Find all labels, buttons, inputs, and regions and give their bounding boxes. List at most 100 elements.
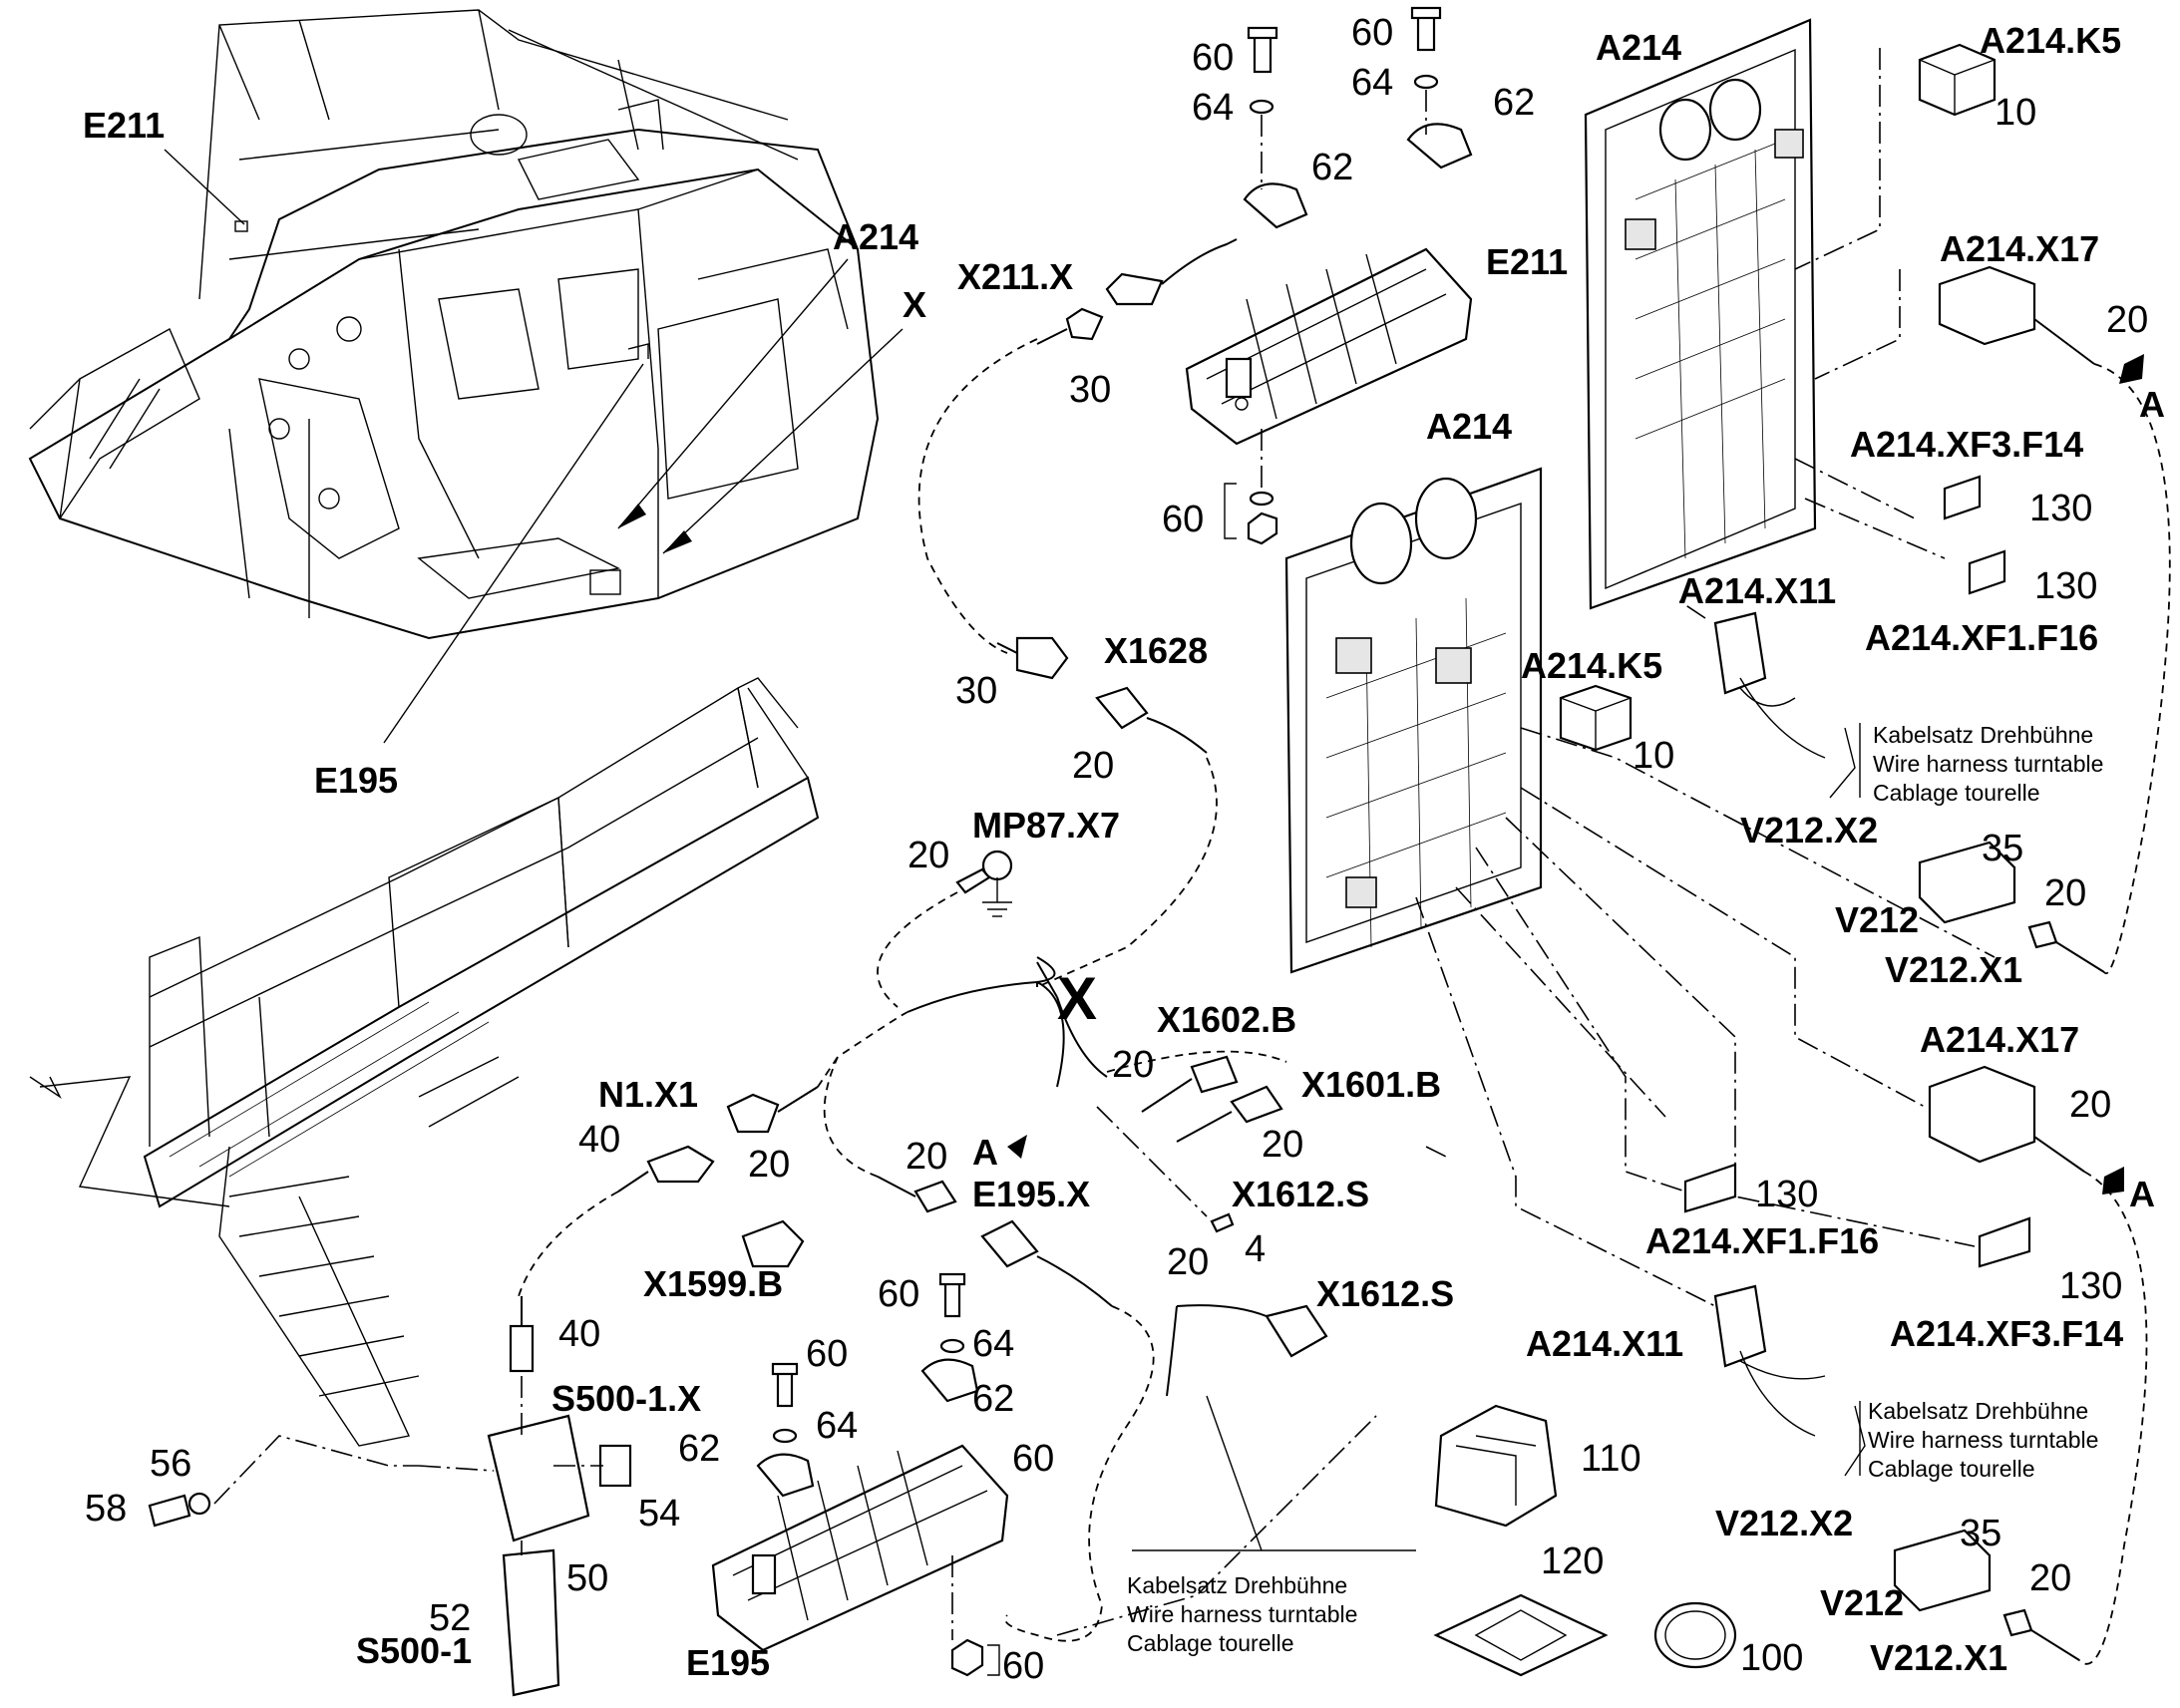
label-a214-cab: A214 — [833, 216, 918, 257]
part-numbers: 60 64 62 60 64 62 60 30 30 20 10 20 130 … — [85, 12, 2148, 1687]
callout-labels: E211 A214 X E195 X211.X E211 A214 A214 A… — [83, 20, 2165, 1683]
label-v212x1-bot: V212.X1 — [1870, 1637, 2007, 1678]
num-20-v212top: 20 — [2044, 872, 2086, 914]
x17-connectors — [1928, 265, 2144, 1195]
label-arrow-a3: A — [972, 1132, 998, 1173]
label-arrow-a1: A — [2139, 384, 2165, 425]
label-v212x1-top: V212.X1 — [1885, 949, 2022, 990]
x1612s-parts — [1166, 1212, 1328, 1397]
x1628-connectors — [996, 636, 1208, 754]
label-v212x2-bot: V212.X2 — [1715, 1503, 1853, 1543]
harness-notes: Kabelsatz Drehbühne Wire harness turntab… — [1127, 722, 2103, 1656]
note-harness-bot-fr: Cablage tourelle — [1868, 1456, 2035, 1482]
num-62-a: 62 — [1311, 147, 1353, 188]
num-130-d: 130 — [2059, 1265, 2122, 1307]
s500-switch — [148, 1296, 632, 1697]
num-52: 52 — [429, 1597, 471, 1639]
v212-blocks — [1893, 841, 2105, 1661]
num-35-top: 35 — [1982, 828, 2023, 869]
num-20-x1601: 20 — [1262, 1124, 1303, 1166]
arrow-a3-icon — [1007, 1135, 1027, 1159]
label-a214x17-top: A214.X17 — [1940, 228, 2099, 269]
num-60-e195c: 60 — [1012, 1438, 1054, 1480]
num-10-mid: 10 — [1633, 735, 1674, 777]
x1602-x1601-connectors — [1141, 1055, 1283, 1143]
label-v212-top: V212 — [1835, 899, 1919, 940]
num-100: 100 — [1740, 1637, 1803, 1679]
num-20-x1628: 20 — [1072, 745, 1114, 787]
num-60-b: 60 — [1351, 12, 1393, 54]
num-62-e195b: 62 — [678, 1428, 720, 1470]
mp87-terminal — [955, 850, 1013, 917]
num-20-v212bot: 20 — [2029, 1557, 2071, 1599]
label-s5001x: S500-1.X — [551, 1378, 701, 1419]
num-64-a: 64 — [1192, 87, 1234, 129]
x-harness — [907, 956, 1108, 1088]
note-harness-center-de: Kabelsatz Drehbühne — [1127, 1572, 1347, 1598]
e211-hardware — [1224, 6, 1473, 545]
num-30-a: 30 — [1069, 369, 1111, 411]
label-x1612s-b: X1612.S — [1316, 1273, 1454, 1314]
wire-routes — [518, 338, 2171, 1665]
label-a214x11-bot: A214.X11 — [1526, 1323, 1683, 1364]
label-a214xf1f16-top: A214.XF1.F16 — [1865, 617, 2098, 658]
num-62-b: 62 — [1493, 82, 1535, 124]
num-20-x1602: 20 — [1112, 1044, 1154, 1086]
num-40-n1: 40 — [578, 1119, 620, 1161]
label-a214x17-bot: A214.X17 — [1920, 1019, 2079, 1060]
a214-panel-top — [1584, 18, 1817, 610]
num-130-a: 130 — [2029, 488, 2092, 529]
label-x-cab: X — [903, 284, 926, 325]
label-e211-cab: E211 — [83, 105, 165, 146]
num-20-a: 20 — [906, 1136, 947, 1178]
note-harness-top-de: Kabelsatz Drehbühne — [1873, 722, 2093, 748]
num-40-s500: 40 — [558, 1313, 600, 1355]
a214-panel-mid — [1284, 467, 1543, 974]
num-130-c: 130 — [1755, 1174, 1818, 1215]
num-20-n1: 20 — [748, 1144, 790, 1186]
num-20-x17top: 20 — [2106, 299, 2148, 341]
k5-relays — [1559, 43, 1997, 752]
label-a214xf1f16-bot: A214.XF1.F16 — [1645, 1220, 1879, 1261]
num-64-b: 64 — [1351, 62, 1393, 104]
label-a214xf3f14-top: A214.XF3.F14 — [1850, 424, 2083, 465]
x1599b-connector — [741, 1219, 805, 1268]
num-64-e195a: 64 — [972, 1323, 1014, 1365]
num-20-x1612: 20 — [1167, 1241, 1209, 1283]
num-62-e195a: 62 — [972, 1378, 1014, 1420]
label-arrow-a2: A — [2129, 1174, 2155, 1214]
fuses-130 — [1683, 475, 2031, 1268]
num-10-top: 10 — [1995, 92, 2036, 134]
x11-harness — [1713, 611, 1866, 1477]
label-x1612s-a: X1612.S — [1232, 1174, 1369, 1214]
num-58: 58 — [85, 1488, 127, 1530]
num-4: 4 — [1245, 1228, 1266, 1270]
num-120: 120 — [1541, 1540, 1604, 1582]
note-harness-center-en: Wire harness turntable — [1127, 1601, 1357, 1627]
label-e195-cab: E195 — [314, 760, 398, 801]
label-s5001: S500-1 — [356, 1630, 472, 1671]
num-60-e195nut: 60 — [1002, 1645, 1044, 1687]
label-mp87x7: MP87.X7 — [972, 805, 1120, 846]
label-a214x11-top: A214.X11 — [1678, 570, 1836, 611]
label-e195: E195 — [686, 1642, 770, 1683]
small-parts — [1433, 1404, 1737, 1677]
label-x1601b: X1601.B — [1301, 1064, 1441, 1105]
num-50: 50 — [566, 1557, 608, 1599]
num-60-a: 60 — [1192, 37, 1234, 79]
num-110: 110 — [1581, 1438, 1641, 1480]
label-v212x2-top: V212.X2 — [1740, 810, 1878, 851]
n1x1-connectors — [617, 1086, 819, 1193]
num-20-x17bot: 20 — [2069, 1084, 2111, 1126]
label-e211: E211 — [1486, 241, 1568, 282]
num-56: 56 — [150, 1443, 191, 1485]
leader-lines — [213, 48, 1996, 1636]
note-harness-bot-de: Kabelsatz Drehbühne — [1868, 1398, 2088, 1424]
note-harness-top-fr: Cablage tourelle — [1873, 780, 2040, 806]
num-64-e195b: 64 — [816, 1405, 858, 1447]
label-x1599b: X1599.B — [643, 1263, 783, 1304]
platform-illustration — [29, 677, 820, 1447]
num-130-b: 130 — [2034, 565, 2097, 607]
num-60-c: 60 — [1162, 499, 1204, 540]
